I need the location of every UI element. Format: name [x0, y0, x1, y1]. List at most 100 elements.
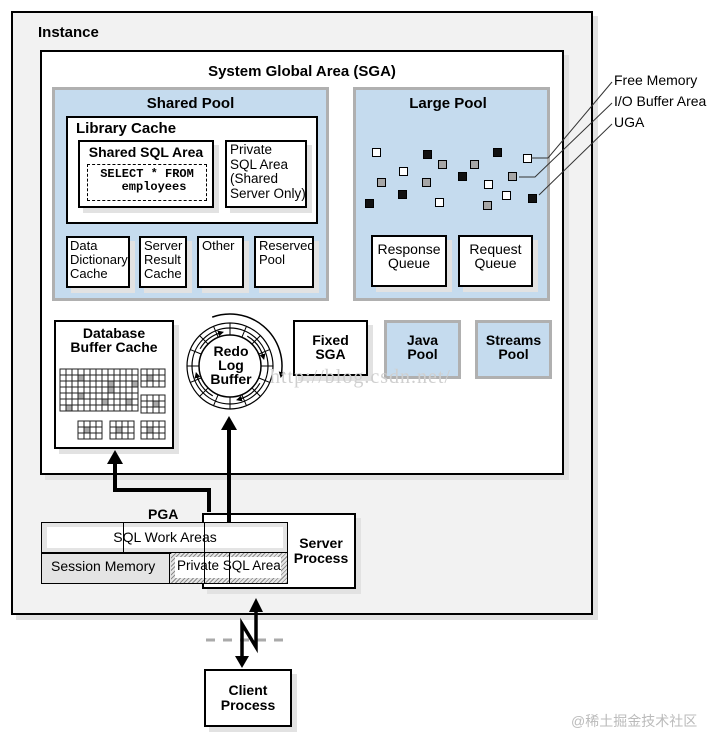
pga-divider — [41, 552, 288, 554]
buffer-cell — [95, 432, 103, 440]
data-dictionary-cache-text: Data Dictionary Cache — [70, 239, 128, 281]
io-buffer-block — [508, 172, 517, 181]
pga-gridline — [229, 553, 230, 583]
other-box-text: Other — [202, 238, 235, 253]
uga-block — [398, 190, 407, 199]
private-sql-area-pga-inner — [175, 557, 281, 578]
buffer-block-grid — [140, 368, 166, 388]
arrowhead-redo-log — [221, 416, 237, 430]
fixed-sga — [293, 320, 368, 376]
arrowhead-buffer-cache — [107, 450, 123, 464]
server-process-title: Server Process — [288, 536, 354, 566]
watermark-url: http://blog.csdn.net/ — [270, 366, 451, 388]
request-queue — [458, 235, 533, 287]
redo-outer-arrow — [211, 313, 285, 378]
instance-title: Instance — [38, 24, 99, 41]
leader-free-memory — [531, 81, 613, 159]
uga-block — [423, 150, 432, 159]
buffer-block-grid — [140, 394, 166, 414]
redo-segment — [258, 349, 270, 355]
client-process-line1: Client — [228, 682, 268, 698]
free-memory-block — [502, 191, 511, 200]
server-result-cache-line2: Result — [144, 252, 181, 267]
buffer-block-grid — [59, 368, 139, 412]
redo-segment — [213, 326, 219, 338]
fixed-sga-line1: Fixed — [312, 332, 349, 348]
private-sql-area-line3: (Shared — [230, 171, 279, 186]
redo-segment — [258, 377, 270, 383]
buffer-cell — [127, 432, 135, 440]
response-queue-line2: Queue — [387, 255, 431, 271]
reserved-pool-text: Reserved Pool — [259, 239, 315, 267]
response-queue-text: Response Queue — [371, 242, 447, 270]
other-box — [197, 236, 244, 288]
java-pool-line2: Pool — [407, 346, 438, 362]
shared-sql-area-title: Shared SQL Area — [88, 144, 204, 160]
redo-log-buffer-line2: Log — [218, 357, 244, 373]
redo-log-buffer-line3: Buffer — [210, 371, 252, 387]
buffer-cell — [158, 432, 166, 440]
free-memory-block — [435, 198, 444, 207]
sql-work-areas-label: SQL Work Areas — [113, 529, 217, 545]
arrow-to-buffer-cache — [113, 462, 211, 512]
session-memory-label: Session Memory — [51, 558, 156, 574]
io-buffer-block — [483, 201, 492, 210]
buffer-block-grid — [77, 420, 103, 440]
arrowhead-down — [235, 656, 249, 668]
redo-log-buffer-line1: Redo — [213, 343, 249, 359]
private-sql-area-line4: Server Only) — [230, 185, 306, 201]
private-sql-area-shared-text: Private SQL Area (Shared Server Only) — [230, 142, 306, 201]
redo-segment — [199, 387, 209, 397]
data-dictionary-cache-line1: Data — [70, 238, 98, 253]
private-sql-area-line1: Private — [230, 142, 273, 157]
free-memory-block — [399, 167, 408, 176]
sql-work-areas — [47, 527, 283, 548]
reserved-pool — [254, 236, 314, 288]
client-process — [204, 669, 292, 727]
sql-statement-box — [87, 164, 207, 201]
private-sql-area-shared — [225, 140, 307, 208]
data-dictionary-cache — [66, 236, 130, 288]
database-buffer-cache-line1: Database — [82, 325, 146, 341]
io-buffer-block — [470, 160, 479, 169]
private-sql-area-pga-label: Private SQL Area — [177, 558, 281, 573]
data-dictionary-cache-line2: Dictionary — [70, 252, 128, 267]
redo-segment — [251, 387, 261, 397]
uga-block — [365, 199, 374, 208]
buffer-cell — [158, 406, 166, 414]
streams-pool-line1: Streams — [485, 332, 542, 348]
java-pool — [384, 320, 461, 379]
legend-io-buffer-area: I/O Buffer Area — [614, 93, 707, 109]
io-buffer-block — [422, 178, 431, 187]
watermark-credit: @稀土掘金技术社区 — [571, 713, 698, 729]
fixed-sga-line2: SGA — [315, 346, 346, 362]
data-dictionary-cache-line3: Cache — [70, 266, 108, 281]
java-pool-line1: Java — [406, 332, 439, 348]
request-queue-line2: Queue — [474, 255, 517, 271]
client-server-link — [240, 612, 258, 660]
free-memory-block — [372, 148, 381, 157]
uga-block — [493, 148, 502, 157]
redo-inner-arrow — [236, 382, 261, 402]
sql-statement-line1: SELECT * FROM — [100, 167, 194, 181]
redo-inner-arrow — [246, 335, 266, 360]
redo-segment — [241, 394, 247, 406]
database-buffer-cache-title: Database Buffer Cache — [54, 326, 174, 354]
private-sql-area-line2: SQL Area — [230, 156, 289, 172]
database-buffer-cache-line2: Buffer Cache — [70, 339, 158, 355]
library-cache-title: Library Cache — [76, 120, 177, 137]
large-pool-title: Large Pool — [409, 95, 487, 112]
shared-pool-title: Shared Pool — [146, 95, 235, 112]
redo-segment — [241, 326, 247, 338]
free-memory-block — [484, 180, 493, 189]
redo-segment — [251, 335, 261, 345]
server-process-line1: Server — [299, 535, 343, 551]
legend-free-memory: Free Memory — [614, 72, 698, 88]
client-process-title: Client Process — [204, 683, 292, 713]
buffer-block-grid — [109, 420, 135, 440]
server-result-cache-text: Server Result Cache — [144, 239, 182, 281]
redo-log-buffer-title: Redo Log Buffer — [199, 344, 263, 386]
